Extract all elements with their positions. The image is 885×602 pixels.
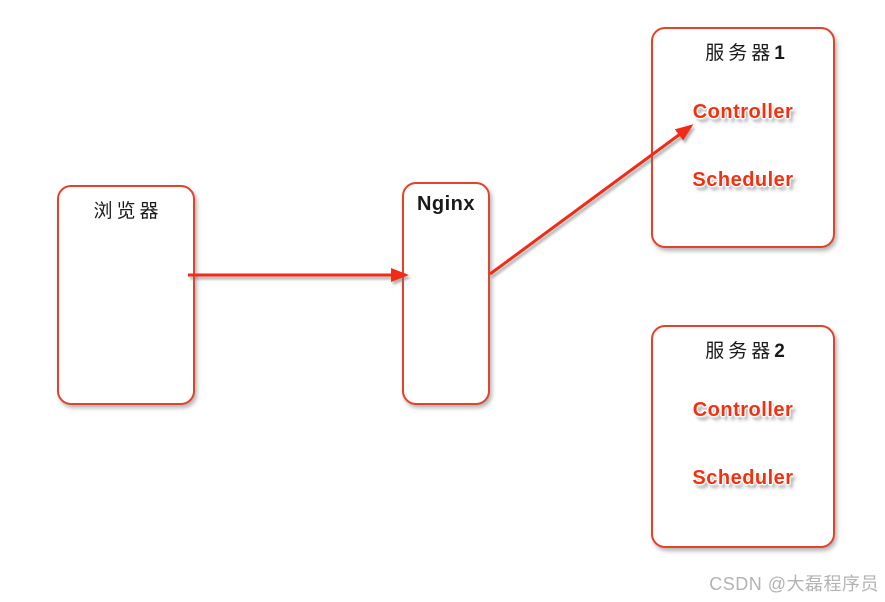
node-server1: 服务器1 Controller Scheduler: [651, 27, 835, 248]
server2-scheduler-label: Scheduler: [692, 467, 794, 489]
node-nginx: Nginx: [402, 182, 490, 405]
server1-title-number: 1: [774, 43, 785, 64]
watermark: CSDN @大磊程序员: [709, 574, 879, 594]
node-server2-title: 服务器2: [653, 327, 833, 363]
server1-title-text: 服务器: [705, 43, 775, 64]
node-nginx-label: Nginx: [416, 193, 476, 215]
server1-controller-label: Controller: [692, 101, 794, 123]
node-browser: 浏览器: [57, 185, 195, 405]
server2-title-text: 服务器: [705, 341, 775, 362]
server1-scheduler-label: Scheduler: [692, 169, 794, 191]
server2-title-number: 2: [774, 341, 785, 362]
node-browser-label: 浏览器: [93, 201, 163, 222]
node-server1-title: 服务器1: [653, 29, 833, 65]
node-server2: 服务器2 Controller Scheduler: [651, 325, 835, 548]
server2-controller-label: Controller: [692, 399, 794, 421]
